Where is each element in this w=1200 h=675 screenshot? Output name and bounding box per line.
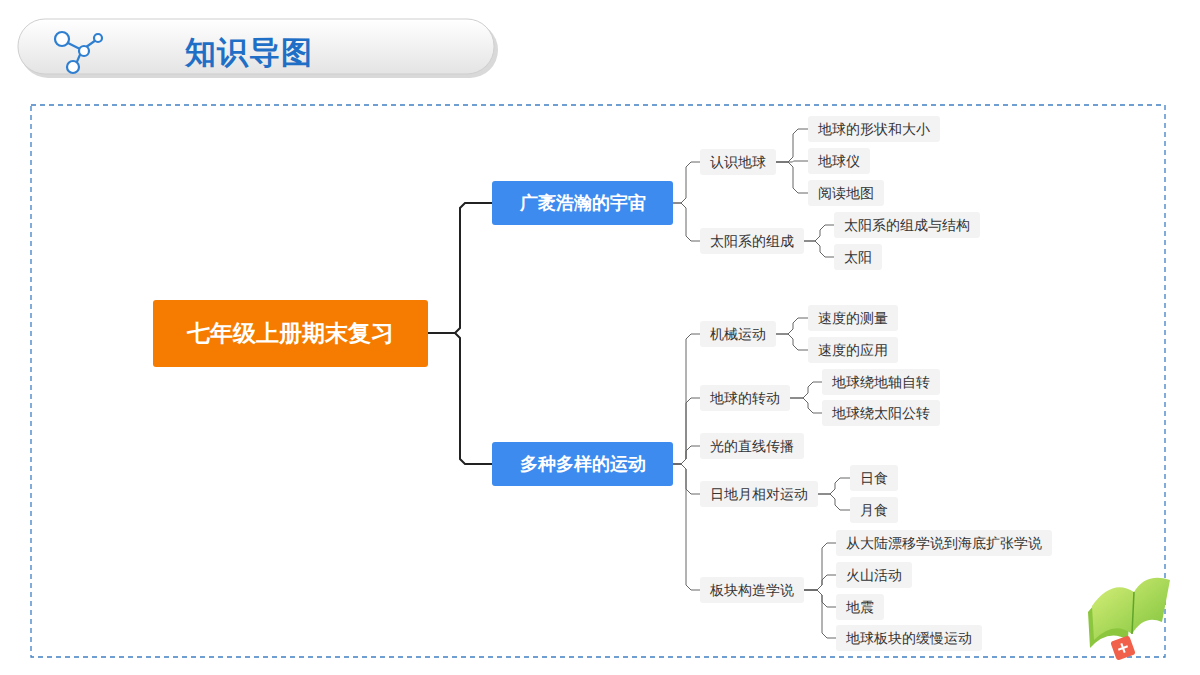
leaf-topic: 速度的测量 bbox=[808, 305, 898, 331]
branch-connector bbox=[804, 225, 834, 241]
leaf-topic: 地震 bbox=[836, 594, 884, 620]
sub-topic: 日地月相对运动 bbox=[700, 481, 818, 507]
sub-topic: 地球的转动 bbox=[700, 385, 790, 411]
branch-connector bbox=[804, 241, 834, 257]
leaf-topic: 火山活动 bbox=[836, 562, 912, 588]
branch-connector bbox=[790, 382, 822, 398]
node-label: 广袤浩瀚的宇宙 bbox=[520, 191, 646, 215]
branch-connector bbox=[818, 494, 850, 510]
leaf-topic: 从大陆漂移学说到海底扩张学说 bbox=[836, 530, 1052, 556]
main-branch: 广袤浩瀚的宇宙 bbox=[492, 181, 673, 225]
header-capsule bbox=[18, 19, 498, 78]
node-label: 光的直线传播 bbox=[710, 437, 794, 455]
main-branch: 多种多样的运动 bbox=[492, 442, 673, 486]
icon-atom bbox=[79, 46, 89, 56]
node-label: 地球仪 bbox=[818, 152, 860, 170]
tag-body bbox=[1110, 635, 1136, 661]
book-illustration bbox=[1088, 578, 1170, 661]
node-label: 地球的转动 bbox=[710, 389, 780, 407]
leaf-topic: 速度的应用 bbox=[808, 337, 898, 363]
node-label: 速度的测量 bbox=[818, 309, 888, 327]
sub-topic: 机械运动 bbox=[700, 321, 776, 347]
node-label: 火山活动 bbox=[846, 566, 902, 584]
molecule-icon bbox=[55, 32, 102, 73]
node-label: 地球绕太阳公转 bbox=[832, 404, 930, 422]
leaf-topic: 太阳 bbox=[834, 244, 882, 270]
branch-connector bbox=[818, 478, 850, 494]
leaf-topic: 日食 bbox=[850, 465, 898, 491]
branch-connector bbox=[428, 333, 492, 464]
branch-connector bbox=[428, 203, 492, 333]
dashed-frame bbox=[31, 105, 1165, 657]
branch-connector bbox=[673, 446, 700, 464]
leaf-topic: 地球绕太阳公转 bbox=[822, 400, 940, 426]
node-label: 机械运动 bbox=[710, 325, 766, 343]
node-label: 地球的形状和大小 bbox=[818, 120, 930, 138]
node-label: 日地月相对运动 bbox=[710, 485, 808, 503]
node-label: 速度的应用 bbox=[818, 341, 888, 359]
node-label: 认识地球 bbox=[710, 153, 766, 171]
node-label: 板块构造学说 bbox=[710, 581, 794, 599]
tag-cross bbox=[1117, 642, 1130, 655]
node-label: 阅读地图 bbox=[818, 184, 874, 202]
branch-connector bbox=[804, 543, 836, 590]
branch-connector bbox=[804, 590, 836, 638]
icon-atom bbox=[94, 34, 102, 42]
node-label: 日食 bbox=[860, 469, 888, 487]
leaf-topic: 地球板块的缓慢运动 bbox=[836, 625, 982, 651]
leaf-topic: 太阳系的组成与结构 bbox=[834, 212, 980, 238]
branch-connector bbox=[804, 575, 836, 590]
node-label: 七年级上册期末复习 bbox=[187, 318, 394, 349]
sub-topic: 光的直线传播 bbox=[700, 433, 804, 459]
book-spine bbox=[1132, 592, 1134, 634]
root-topic: 七年级上册期末复习 bbox=[153, 300, 428, 367]
branch-connector bbox=[673, 162, 700, 203]
node-label: 从大陆漂移学说到海底扩张学说 bbox=[846, 534, 1042, 552]
branch-connector bbox=[776, 129, 808, 162]
node-label: 太阳系的组成与结构 bbox=[844, 216, 970, 234]
leaf-topic: 地球绕地轴自转 bbox=[822, 369, 940, 395]
icon-atom bbox=[67, 61, 79, 73]
branch-connector bbox=[673, 203, 700, 241]
sub-topic: 太阳系的组成 bbox=[700, 228, 804, 254]
branch-connector bbox=[776, 334, 808, 350]
branch-connector bbox=[776, 162, 808, 193]
leaf-topic: 地球的形状和大小 bbox=[808, 116, 940, 142]
branch-connector bbox=[790, 398, 822, 413]
sub-topic: 板块构造学说 bbox=[700, 577, 804, 603]
node-label: 太阳 bbox=[844, 248, 872, 266]
branch-connector bbox=[673, 464, 700, 590]
leaf-topic: 阅读地图 bbox=[808, 180, 884, 206]
sub-topic: 认识地球 bbox=[700, 149, 776, 175]
red-tag bbox=[1110, 635, 1136, 661]
branch-connector bbox=[673, 334, 700, 464]
leaf-topic: 地球仪 bbox=[808, 148, 870, 174]
node-label: 地球绕地轴自转 bbox=[832, 373, 930, 391]
node-label: 月食 bbox=[860, 501, 888, 519]
page-title: 知识导图 bbox=[185, 32, 313, 74]
node-label: 地球板块的缓慢运动 bbox=[846, 629, 972, 647]
branch-connector bbox=[776, 318, 808, 334]
node-label: 多种多样的运动 bbox=[520, 452, 646, 476]
capsule-body bbox=[18, 19, 494, 74]
book-pages bbox=[1092, 578, 1170, 640]
node-label: 地震 bbox=[846, 598, 874, 616]
leaf-topic: 月食 bbox=[850, 497, 898, 523]
branch-connector bbox=[673, 398, 700, 464]
node-label: 太阳系的组成 bbox=[710, 232, 794, 250]
icon-atom bbox=[55, 32, 69, 46]
